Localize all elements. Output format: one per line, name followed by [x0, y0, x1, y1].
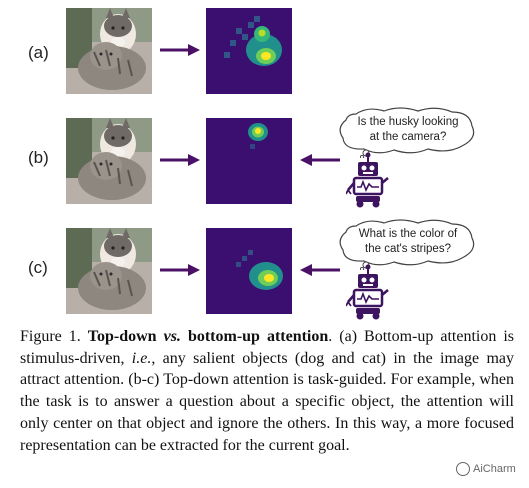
watermark-text: AiCharm: [473, 463, 516, 475]
caption-title: Top-down vs. bottom-up attention: [88, 328, 328, 345]
watermark: AiCharm: [456, 462, 516, 476]
row-label-b: (b): [28, 148, 49, 167]
robot-icon: [346, 264, 389, 320]
figure-caption: Figure 1. Top-down vs. bottom-up attenti…: [20, 326, 514, 456]
question-line-c-2: the cat's stripes?: [365, 243, 451, 255]
arrow-right-icon: [160, 264, 200, 276]
dog-cat-photo-b: [66, 118, 152, 204]
caption-title-part2: bottom-up attention: [187, 328, 329, 345]
robot-icon: [346, 152, 389, 208]
watermark-logo-icon: [456, 462, 470, 476]
caption-text-a: . (a) Bottom-up attention is stimulus-dr…: [20, 328, 515, 367]
question-line-b-1: Is the husky looking: [357, 116, 459, 128]
question-line-c-1: What is the color of: [358, 228, 458, 240]
figure-label: Figure 1.: [20, 328, 81, 345]
question-text-b: Is the husky looking at the camera?: [344, 115, 472, 145]
row-label-a: (a): [28, 43, 49, 62]
dog-cat-photo-c: [66, 228, 152, 314]
row-label-c: (c): [28, 258, 48, 277]
question-bubble-c: [339, 219, 475, 270]
caption-title-part1: Top-down: [87, 328, 157, 345]
caption-ie: i.e.: [131, 349, 152, 367]
caption-text-b: , any salient objects (dog and cat) in t…: [20, 349, 514, 454]
figure-panel: (a) (b): [28, 8, 475, 320]
arrow-right-icon: [160, 44, 200, 56]
question-line-b-2: at the camera?: [369, 131, 447, 143]
arrow-left-icon: [300, 264, 340, 276]
attention-heatmap-c: [206, 228, 292, 314]
attention-heatmap-a: [206, 8, 292, 94]
question-text-c: What is the color of the cat's stripes?: [344, 227, 472, 257]
arrow-left-icon: [300, 154, 340, 166]
attention-heatmap-b: [206, 118, 292, 204]
arrow-right-icon: [160, 154, 200, 166]
dog-cat-photo-a: [66, 8, 152, 94]
question-bubble-b: [339, 107, 475, 158]
caption-title-vs: vs.: [163, 328, 181, 345]
